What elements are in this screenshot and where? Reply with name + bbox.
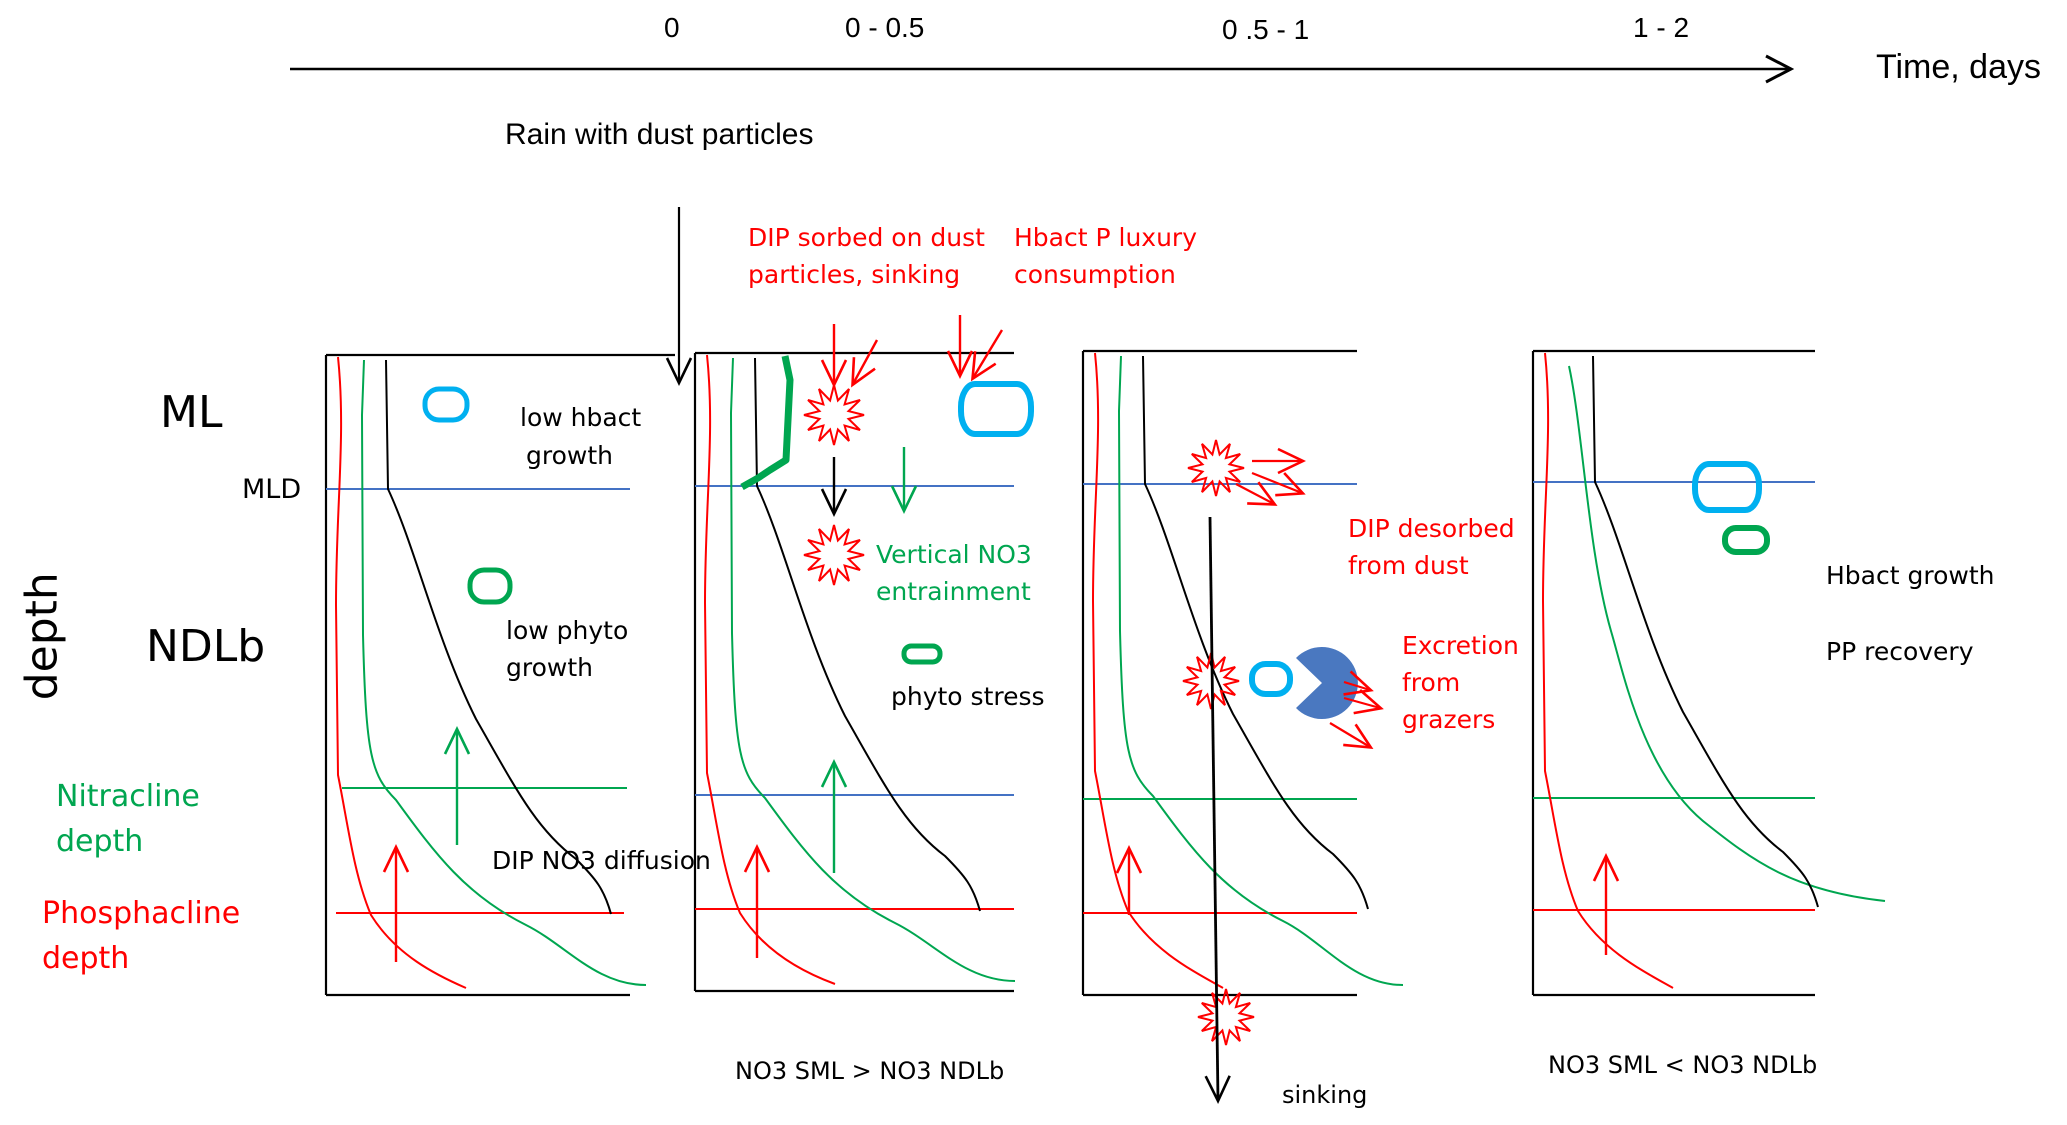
time-tick-0-0.5: 0 - 0.5: [845, 12, 925, 43]
panel-1-black-profile: [385, 359, 612, 915]
time-tick-1-2: 1 - 2: [1633, 12, 1690, 43]
hbact-cell-large-icon: [1692, 461, 1762, 513]
p2-dip-sorbed-2: particles, sinking: [748, 260, 961, 289]
phyto-cell-icon: [1722, 525, 1770, 555]
phyto-stress-cell-icon: [901, 643, 943, 665]
excretion-arrow-2: [1343, 689, 1384, 715]
p4-hbact-label: Hbact growth: [1826, 561, 1995, 590]
panel-4-dip-profile: [1542, 352, 1674, 989]
p3-dip-desorbed-1: DIP desorbed: [1348, 514, 1515, 543]
p2-phyto-stress: phyto stress: [891, 682, 1045, 711]
dust-particle-burst-icon: [1187, 439, 1245, 497]
hbact-cell-icon: [422, 386, 470, 423]
time-axis-label: Time, days: [1876, 48, 2042, 86]
panel-2-black-profile: [754, 357, 981, 912]
panel-3-black-profile: [1142, 355, 1369, 910]
dust-arrow-2: [851, 339, 879, 388]
dust-particle-burst-icon: [803, 384, 865, 446]
excretion-arrow-1: [1343, 670, 1374, 696]
panel-1-no3-profile: [361, 359, 647, 986]
grazer-pacman-icon: [1296, 646, 1358, 719]
p3-sinking-label: sinking: [1282, 1081, 1368, 1109]
p3-excretion-2: from: [1402, 668, 1461, 697]
panel-3-dip-profile: [1092, 352, 1224, 989]
dust-particle-burst-icon: [1182, 652, 1240, 710]
sinking-arrow: [1204, 516, 1231, 1105]
rain-label: Rain with dust particles: [505, 118, 814, 151]
panel-2-no3-profile: [730, 357, 1016, 982]
panel-3-no3-profile: [1118, 355, 1404, 986]
p2-dip-sorbed-1: DIP sorbed on dust: [748, 223, 985, 252]
hbact-cell-large-icon: [958, 381, 1034, 437]
panel-1-dip-profile: [335, 356, 467, 989]
dust-particle-burst-icon: [1197, 988, 1255, 1046]
p1-diffusion-label: DIP NO3 diffusion: [492, 846, 711, 875]
nitracline-label-2: depth: [56, 824, 144, 859]
layer-ndlb: NDLb: [146, 621, 266, 672]
p1-phyto-label-2: growth: [506, 653, 593, 682]
p4-caption: NO3 SML < NO3 NDLb: [1548, 1051, 1818, 1079]
dust-particle-burst-icon: [803, 524, 865, 586]
excretion-arrow-3: [1329, 722, 1374, 750]
p2-entrainment-2: entrainment: [876, 577, 1031, 606]
p2-hbact-luxury-1: Hbact P luxury: [1014, 223, 1198, 252]
p2-hbact-luxury-2: consumption: [1014, 260, 1176, 289]
depth-axis-label: depth: [16, 572, 68, 701]
p1-hbact-label-1: low hbact: [520, 403, 642, 432]
p1-phyto-label-1: low phyto: [506, 616, 629, 645]
panel-4-no3-profile: [1568, 365, 1886, 902]
p2-caption: NO3 SML > NO3 NDLb: [735, 1057, 1005, 1085]
hbact-cell-icon: [1249, 661, 1293, 697]
time-tick-0.5-1: 0 .5 - 1: [1222, 14, 1310, 45]
luxury-arrow-2: [970, 329, 1004, 382]
phyto-cell-icon: [467, 567, 513, 605]
phosphacline-label-2: depth: [42, 941, 130, 976]
p3-excretion-3: grazers: [1402, 705, 1496, 734]
layer-mld: MLD: [242, 474, 302, 505]
time-tick-0: 0: [664, 12, 680, 43]
desorb-arrow-3: [1235, 481, 1278, 506]
phosphacline-label-1: Phosphacline: [42, 896, 241, 931]
phyto-entrainment-thick-curve: [740, 355, 794, 491]
panel-2-dip-profile: [704, 354, 836, 985]
p1-hbact-label-2: growth: [526, 441, 613, 470]
p3-excretion-1: Excretion: [1402, 631, 1519, 660]
nitracline-label-1: Nitracline: [56, 779, 200, 814]
p3-dip-desorbed-2: from dust: [1348, 551, 1469, 580]
p2-entrainment-1: Vertical NO3: [876, 540, 1032, 569]
p4-pp-label: PP recovery: [1826, 637, 1974, 666]
layer-ml: ML: [160, 387, 223, 438]
panel-4-black-profile: [1592, 355, 1819, 908]
